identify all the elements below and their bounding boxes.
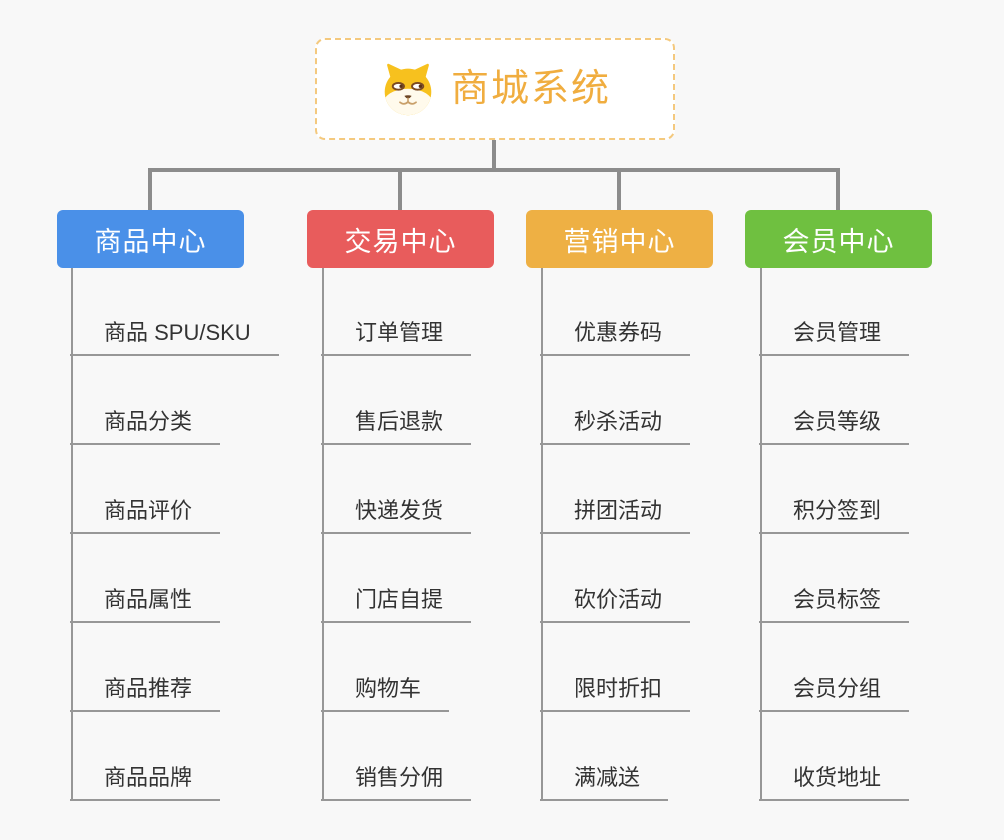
shiba-dog-icon — [379, 63, 437, 116]
root-title: 商城系统 — [450, 68, 611, 110]
leaf-item[interactable]: 商品属性 — [70, 585, 221, 623]
leaf-item[interactable]: 限时折扣 — [540, 674, 691, 712]
leaf-item[interactable]: 优惠券码 — [540, 318, 691, 356]
leaf-item[interactable]: 收货地址 — [759, 763, 910, 801]
root-node-mall-system[interactable]: 商城系统 — [315, 38, 675, 140]
leaf-item[interactable]: 商品评价 — [70, 496, 221, 534]
leaf-item[interactable]: 砍价活动 — [540, 585, 691, 623]
leaf-item[interactable]: 商品品牌 — [70, 763, 221, 801]
branch-spine-trade-center — [322, 268, 324, 801]
leaf-item[interactable]: 会员管理 — [759, 318, 910, 356]
branch-header-marketing-center[interactable]: 营销中心 — [526, 210, 713, 268]
branch-header-product-center[interactable]: 商品中心 — [57, 210, 244, 268]
drop-connector-trade-center — [398, 168, 402, 210]
leaf-item[interactable]: 门店自提 — [321, 585, 472, 623]
leaf-item[interactable]: 购物车 — [321, 674, 450, 712]
drop-connector-marketing-center — [617, 168, 621, 210]
drop-connector-product-center — [148, 168, 152, 210]
leaf-item[interactable]: 订单管理 — [321, 318, 472, 356]
leaf-item[interactable]: 积分签到 — [759, 496, 910, 534]
branch-header-member-center[interactable]: 会员中心 — [745, 210, 932, 268]
horizontal-connector — [148, 168, 840, 172]
drop-connector-member-center — [836, 168, 840, 210]
leaf-item[interactable]: 秒杀活动 — [540, 407, 691, 445]
leaf-item[interactable]: 拼团活动 — [540, 496, 691, 534]
leaf-item[interactable]: 会员标签 — [759, 585, 910, 623]
leaf-item[interactable]: 会员分组 — [759, 674, 910, 712]
branch-spine-marketing-center — [541, 268, 543, 801]
branch-spine-member-center — [760, 268, 762, 801]
leaf-item[interactable]: 快递发货 — [321, 496, 472, 534]
leaf-item[interactable]: 商品推荐 — [70, 674, 221, 712]
branch-spine-product-center — [71, 268, 73, 801]
leaf-item[interactable]: 会员等级 — [759, 407, 910, 445]
leaf-item[interactable]: 商品 SPU/SKU — [70, 318, 279, 356]
leaf-item[interactable]: 满减送 — [540, 763, 669, 801]
leaf-item[interactable]: 销售分佣 — [321, 763, 472, 801]
leaf-item[interactable]: 商品分类 — [70, 407, 221, 445]
branch-header-trade-center[interactable]: 交易中心 — [307, 210, 494, 268]
root-stub-connector — [492, 140, 496, 172]
leaf-item[interactable]: 售后退款 — [321, 407, 472, 445]
